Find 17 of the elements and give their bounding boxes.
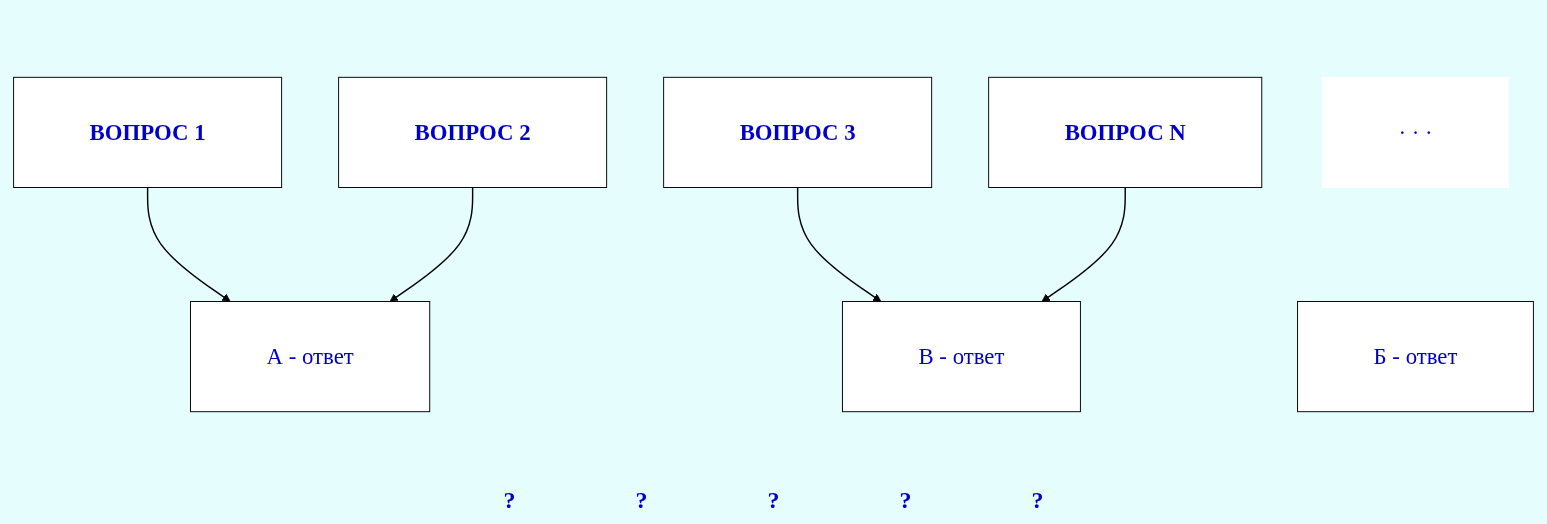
question-mark: ? bbox=[1031, 487, 1044, 514]
question-mark: ? bbox=[635, 487, 648, 514]
arrow bbox=[146, 186, 231, 302]
arrow bbox=[1041, 186, 1126, 302]
node-box: Б - ответ bbox=[1297, 301, 1534, 413]
node-box: ВОПРОС 2 bbox=[338, 76, 608, 188]
arrow bbox=[796, 186, 882, 302]
node-box: А - ответ bbox=[190, 301, 431, 413]
node-box: ВОПРОС N bbox=[988, 76, 1263, 188]
question-mark: ? bbox=[503, 487, 516, 514]
arrow bbox=[389, 186, 474, 302]
question-mark: ? bbox=[767, 487, 780, 514]
node-box: ВОПРОС 1 bbox=[13, 76, 283, 188]
question-mark: ? bbox=[899, 487, 912, 514]
node-box: · · · bbox=[1321, 76, 1510, 188]
node-box: В - ответ bbox=[841, 301, 1081, 413]
node-box: ВОПРОС 3 bbox=[663, 76, 933, 188]
